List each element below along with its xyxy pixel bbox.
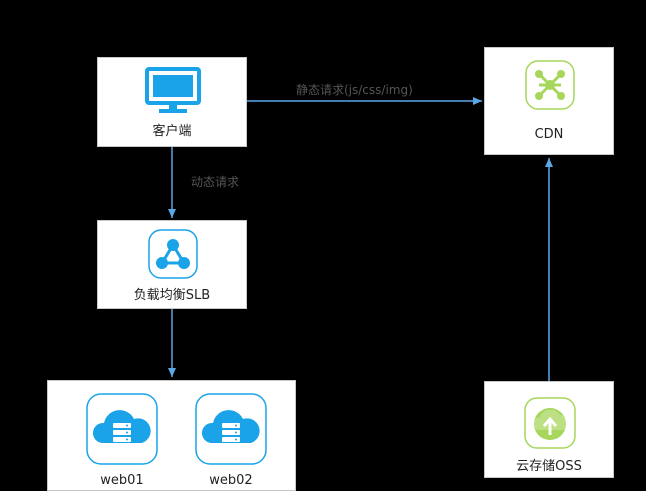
web01-label: web01 <box>100 473 144 488</box>
oss-node: 云存储OSS <box>484 381 614 478</box>
monitor-icon <box>145 67 201 113</box>
static-request-label: 静态请求(js/css/img) <box>296 83 413 97</box>
web-servers-node: web01 web02 <box>47 380 296 491</box>
web02-label: web02 <box>209 473 253 488</box>
cdn-label: CDN <box>534 127 564 142</box>
cdn-network-icon <box>525 60 575 110</box>
web01-cloud-server-icon <box>86 393 158 465</box>
slb-node: 负载均衡SLB <box>97 220 247 309</box>
cdn-node: CDN <box>484 47 614 155</box>
slb-label: 负载均衡SLB <box>133 288 211 303</box>
client-node: 客户端 <box>97 57 247 147</box>
cloud-storage-icon <box>524 397 576 449</box>
dynamic-request-label: 动态请求 <box>191 175 240 189</box>
oss-label: 云存储OSS <box>516 459 582 474</box>
web02-cloud-server-icon <box>195 393 267 465</box>
client-label: 客户端 <box>152 124 192 139</box>
load-balancer-icon <box>148 229 198 279</box>
